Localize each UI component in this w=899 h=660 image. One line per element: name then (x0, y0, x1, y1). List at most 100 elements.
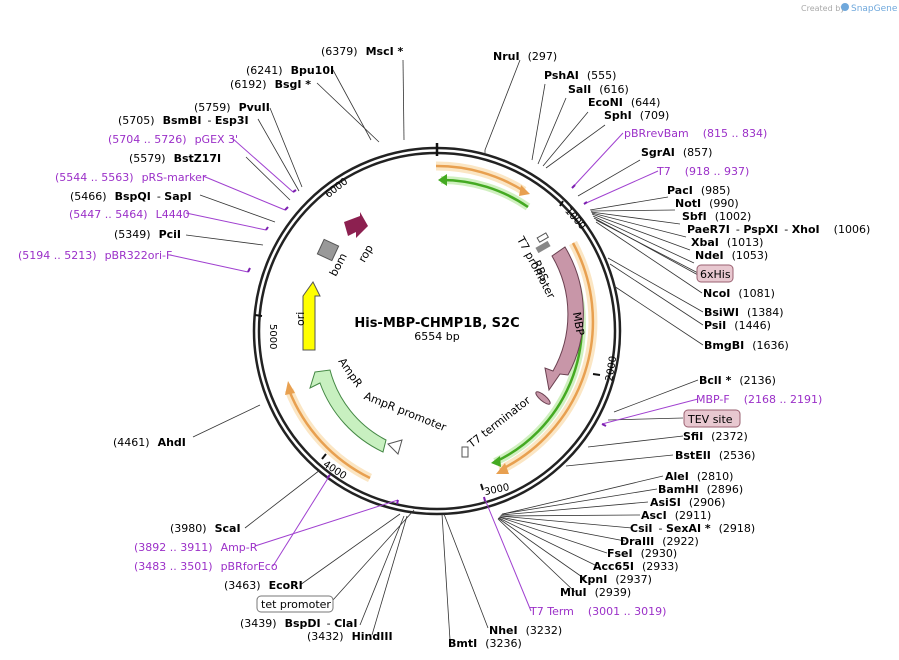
t7-terminator-feature[interactable] (534, 390, 552, 406)
primer-labels: pBRrevBam(815 .. 834) T7(918 .. 937) MBP… (18, 127, 822, 618)
site-bmgbi[interactable]: BmgBI(1636) (704, 339, 789, 352)
t7-terminator-marker[interactable] (461, 446, 469, 458)
site-ecori[interactable]: (3463)EcoRI (224, 579, 303, 592)
orf-ampr (287, 389, 371, 480)
site-bspqi[interactable]: (5466)BspQI- SapI (70, 190, 192, 203)
site-bpu10i[interactable]: (6241)Bpu10I (246, 64, 334, 77)
plasmid-name: His-MBP-CHMP1B, S2C (354, 316, 519, 331)
leader-lines (169, 59, 704, 641)
orf-mbp-head-icon (496, 463, 509, 474)
site-bsiwi[interactable]: BsiWI(1384) (704, 306, 784, 319)
site-asci[interactable]: AscI(2911) (641, 509, 711, 522)
plasmid-length: 6554 bp (414, 330, 459, 343)
ruler-tick-3000 (480, 483, 484, 491)
site-pvuii[interactable]: (5759)PvuII (194, 101, 270, 114)
orf-ampr-head-icon (285, 381, 295, 395)
boxed-labels: 6xHis TEV site tet promoter (256, 219, 741, 613)
primer-t7[interactable]: T7(918 .. 937) (656, 165, 749, 178)
primer-prsmarker[interactable]: (5544 .. 5563)pRS-marker (55, 171, 207, 184)
orf-mbp (499, 242, 595, 472)
site-msci[interactable]: (6379)MscI * (321, 45, 404, 58)
rop-label: rop (356, 243, 376, 265)
backbone (252, 143, 622, 516)
ruler-label-2000: 2000 (604, 355, 619, 382)
primer-ticks (247, 184, 607, 505)
ruler-tick-1000 (559, 200, 564, 207)
primer-pgex3[interactable]: (5704 .. 5726)pGEX 3' (108, 133, 238, 146)
site-bspdi[interactable]: (3439)BspDI- ClaI (240, 617, 357, 630)
ampr-promoter-feature[interactable] (387, 439, 403, 455)
primer-pbr322ori[interactable]: (5194 .. 5213)pBR322ori-F (18, 249, 172, 262)
site-pshai[interactable]: PshAI(555) (544, 69, 616, 82)
ori-feature[interactable] (302, 281, 321, 351)
site-scai[interactable]: (3980)ScaI (170, 522, 241, 535)
site-bcli[interactable]: BclI *(2136) (699, 374, 776, 387)
site-paci[interactable]: PacI(985) (667, 184, 730, 197)
site-ahdi[interactable]: (4461)AhdI (113, 436, 186, 449)
ruler-tick-5000 (254, 314, 263, 317)
tev-site-label: TEV site (687, 413, 733, 426)
site-alei[interactable]: AleI(2810) (665, 470, 733, 483)
site-psii[interactable]: PsiI(1446) (704, 319, 771, 332)
t7-promoter-label: T7 promoter (514, 233, 558, 301)
primer-ampr[interactable]: (3892 .. 3911)Amp-R (134, 541, 258, 554)
mbp-feature[interactable] (544, 246, 584, 392)
site-acc65i[interactable]: Acc65I(2933) (593, 560, 679, 573)
rop-feature[interactable] (344, 212, 368, 238)
primer-pbrforeco[interactable]: (3483 .. 3501)pBRforEco (134, 560, 278, 573)
primer-pbrrevbam[interactable]: pBRrevBam(815 .. 834) (624, 127, 767, 140)
site-bmti[interactable]: BmtI(3236) (448, 637, 522, 650)
site-noti[interactable]: NotI(990) (675, 197, 739, 210)
site-sali[interactable]: SalI(616) (568, 83, 629, 96)
tev-site-box[interactable] (683, 409, 741, 428)
ori-label: ori (294, 312, 307, 326)
mbp-label: MBP (570, 311, 587, 337)
his-tag-box[interactable] (696, 264, 734, 283)
site-bamhi[interactable]: BamHI(2896) (658, 483, 743, 496)
site-ndei[interactable]: NdeI(1053) (695, 249, 768, 262)
ampr-promoter-label: AmpR promoter (362, 389, 448, 434)
site-sbfi[interactable]: SbfI(1002) (682, 210, 751, 223)
orf-green-right-head-icon (491, 456, 501, 467)
primer-mbpf[interactable]: MBP-F(2168 .. 2191) (696, 393, 822, 406)
ruler-tick-4000 (321, 453, 327, 460)
site-sfii[interactable]: SfiI(2372) (683, 430, 748, 443)
site-hindiii[interactable]: (3432)HindIII (307, 630, 393, 643)
bom-feature[interactable] (316, 238, 340, 262)
site-asisi[interactable]: AsiSI(2906) (650, 496, 725, 509)
site-csii[interactable]: CsiI- SexAI *(2918) (630, 522, 755, 535)
orf-rop-head-icon (519, 185, 530, 196)
snapgene-logo-icon (841, 3, 849, 11)
site-bstz17i[interactable]: (5579)BstZ17I (129, 152, 221, 165)
site-sgrai[interactable]: SgrAI(857) (641, 146, 712, 159)
rbs-feature[interactable] (535, 240, 551, 254)
site-bsteii[interactable]: BstEII(2536) (675, 449, 755, 462)
primer-l4440[interactable]: (5447 .. 5464)L4440 (69, 208, 190, 221)
orf-green-top (440, 178, 529, 209)
ruler-label-5000: 5000 (267, 324, 278, 349)
site-fsei[interactable]: FseI(2930) (607, 547, 677, 560)
site-nhei[interactable]: NheI(3232) (489, 624, 562, 637)
primer-t7term[interactable]: T7 Term(3001 .. 3019) (529, 605, 666, 618)
site-econi[interactable]: EcoNI(644) (588, 96, 660, 109)
site-bsgi[interactable]: (6192)BsgI * (230, 78, 311, 91)
site-bsmbi[interactable]: (5705)BsmBI- Esp3I (118, 114, 249, 127)
t7-promoter-feature[interactable] (536, 232, 550, 243)
site-ncoi[interactable]: NcoI(1081) (703, 287, 775, 300)
site-draiii[interactable]: DraIII(2922) (620, 535, 699, 548)
site-sphi[interactable]: SphI(709) (604, 109, 669, 122)
site-paer7i[interactable]: PaeR7I- PspXI- XhoI(1006) (687, 223, 870, 236)
site-pcii[interactable]: (5349)PciI (114, 228, 181, 241)
ruler-label-6000: 6000 (323, 176, 350, 200)
ampr-label: AmpR (335, 355, 365, 390)
site-xbai[interactable]: XbaI(1013) (691, 236, 763, 249)
site-kpni[interactable]: KpnI(2937) (579, 573, 652, 586)
his-tag-label: 6xHis (700, 268, 731, 281)
tet-promoter-box[interactable] (256, 595, 334, 613)
site-labels: NruI(297) PshAI(555) SalI(616) EcoNI(644… (70, 45, 870, 650)
ampr-feature[interactable] (309, 369, 387, 453)
site-nrui[interactable]: NruI(297) (493, 50, 557, 63)
site-mlui[interactable]: MluI(2939) (560, 586, 631, 599)
watermark: Created by SnapGene (801, 3, 898, 14)
